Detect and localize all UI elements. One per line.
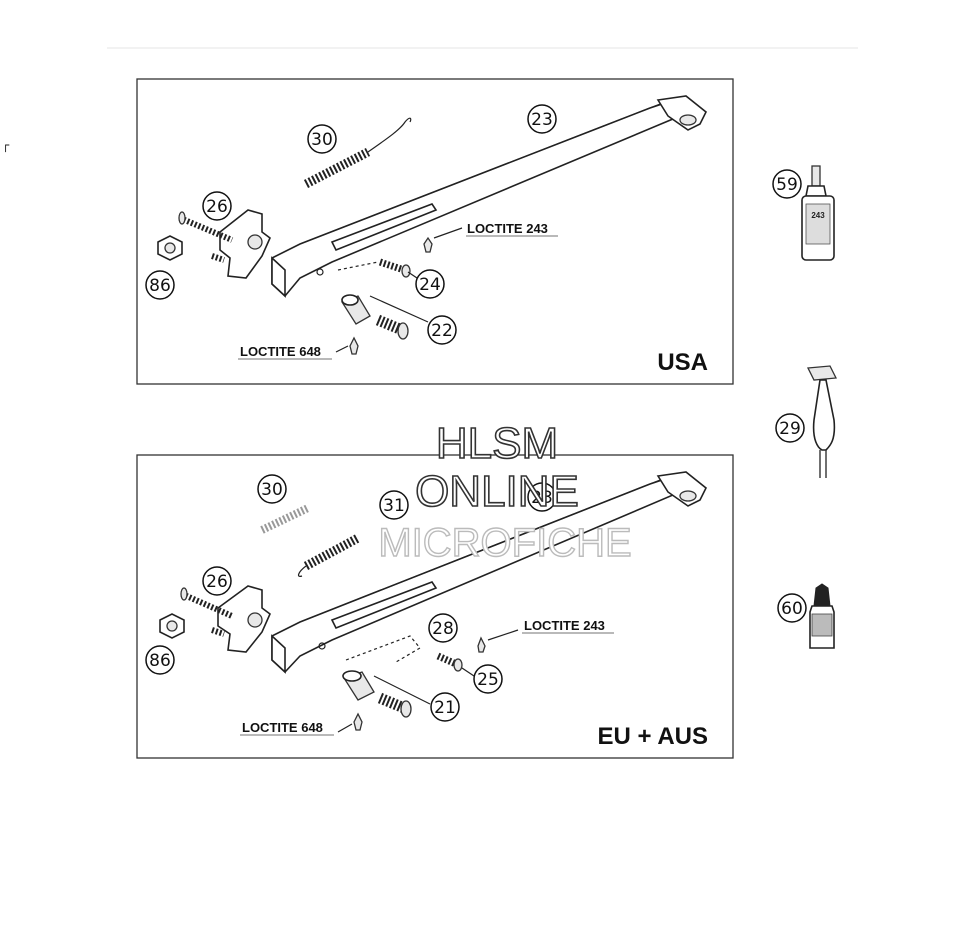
callout-22: 22 bbox=[427, 315, 457, 345]
callout-23: 23 bbox=[527, 482, 557, 512]
callout-86: 86 bbox=[145, 270, 175, 300]
callout-59: 59 bbox=[772, 169, 802, 199]
callout-25: 25 bbox=[473, 664, 503, 694]
svg-text:22: 22 bbox=[431, 321, 453, 341]
stand-leg-part bbox=[271, 95, 708, 298]
loctite-648-label: LOCTITE 648 bbox=[240, 344, 321, 359]
callout-29: 29 bbox=[775, 413, 805, 443]
svg-text:25: 25 bbox=[477, 670, 499, 690]
loctite-648-label: LOCTITE 648 bbox=[242, 720, 323, 735]
loctite-drop bbox=[349, 336, 359, 355]
callout-60: 60 bbox=[777, 593, 807, 623]
svg-text:26: 26 bbox=[206, 572, 228, 592]
callout-21: 21 bbox=[430, 692, 460, 722]
bracket-part bbox=[180, 585, 271, 653]
svg-text:86: 86 bbox=[149, 651, 171, 671]
bolt-part bbox=[436, 636, 486, 677]
threadlocker-bottle-part: 243 bbox=[801, 165, 835, 261]
callout-24: 24 bbox=[415, 269, 445, 299]
svg-text:HLSM: HLSM bbox=[436, 419, 558, 468]
svg-text:MICROFICHE: MICROFICHE bbox=[378, 521, 631, 565]
bushing-part bbox=[342, 670, 431, 718]
callout-26: 26 bbox=[202, 566, 232, 596]
callout-31: 31 bbox=[379, 490, 409, 520]
callout-30: 30 bbox=[257, 474, 287, 504]
loctite-243-label: LOCTITE 243 bbox=[524, 618, 605, 633]
loctite-drop bbox=[353, 712, 363, 731]
loctite-243-label: LOCTITE 243 bbox=[467, 221, 548, 236]
callout-23: 23 bbox=[527, 104, 557, 134]
panel-usa: 30 23 26 86 24 22 LOCTITE 243 LOCTITE 64… bbox=[136, 78, 734, 385]
svg-text:24: 24 bbox=[419, 275, 441, 295]
region-label: USA bbox=[657, 349, 708, 376]
svg-text:86: 86 bbox=[149, 276, 171, 296]
svg-text:30: 30 bbox=[261, 480, 283, 500]
spring-part bbox=[303, 117, 412, 188]
svg-text:31: 31 bbox=[383, 496, 405, 516]
side-parts: 243 59 29 60 bbox=[772, 165, 838, 649]
stand-leg-part bbox=[271, 471, 708, 674]
tube-part bbox=[806, 365, 838, 478]
nut-part bbox=[157, 235, 183, 261]
callout-86: 86 bbox=[145, 645, 175, 675]
panel-eu-aus: 30 31 23 26 86 28 25 21 LOCTITE 243 LOCT… bbox=[136, 454, 734, 759]
svg-text:59: 59 bbox=[776, 175, 798, 195]
svg-text:29: 29 bbox=[779, 419, 801, 439]
bracket-part bbox=[178, 209, 271, 279]
svg-text:30: 30 bbox=[311, 130, 333, 150]
callout-28: 28 bbox=[428, 613, 458, 643]
corner-mark: ┌ bbox=[2, 138, 10, 152]
spring-part bbox=[297, 534, 361, 577]
svg-text:23: 23 bbox=[531, 110, 553, 130]
svg-text:ONLINE: ONLINE bbox=[415, 467, 579, 516]
svg-text:60: 60 bbox=[781, 599, 803, 619]
callout-30: 30 bbox=[307, 124, 337, 154]
nut-part bbox=[159, 613, 185, 639]
bushing-part bbox=[341, 294, 429, 340]
spring-part bbox=[260, 504, 310, 534]
watermark: HLSM ONLINE MICROFICHE bbox=[378, 418, 633, 566]
small-bottle-part bbox=[809, 583, 835, 649]
svg-text:243: 243 bbox=[811, 211, 825, 220]
svg-text:28: 28 bbox=[432, 619, 454, 639]
bolt-part bbox=[337, 236, 433, 281]
svg-text:21: 21 bbox=[434, 698, 456, 718]
svg-text:23: 23 bbox=[531, 488, 553, 508]
svg-text:26: 26 bbox=[206, 197, 228, 217]
callout-26: 26 bbox=[202, 191, 232, 221]
region-label: EU + AUS bbox=[598, 723, 708, 750]
